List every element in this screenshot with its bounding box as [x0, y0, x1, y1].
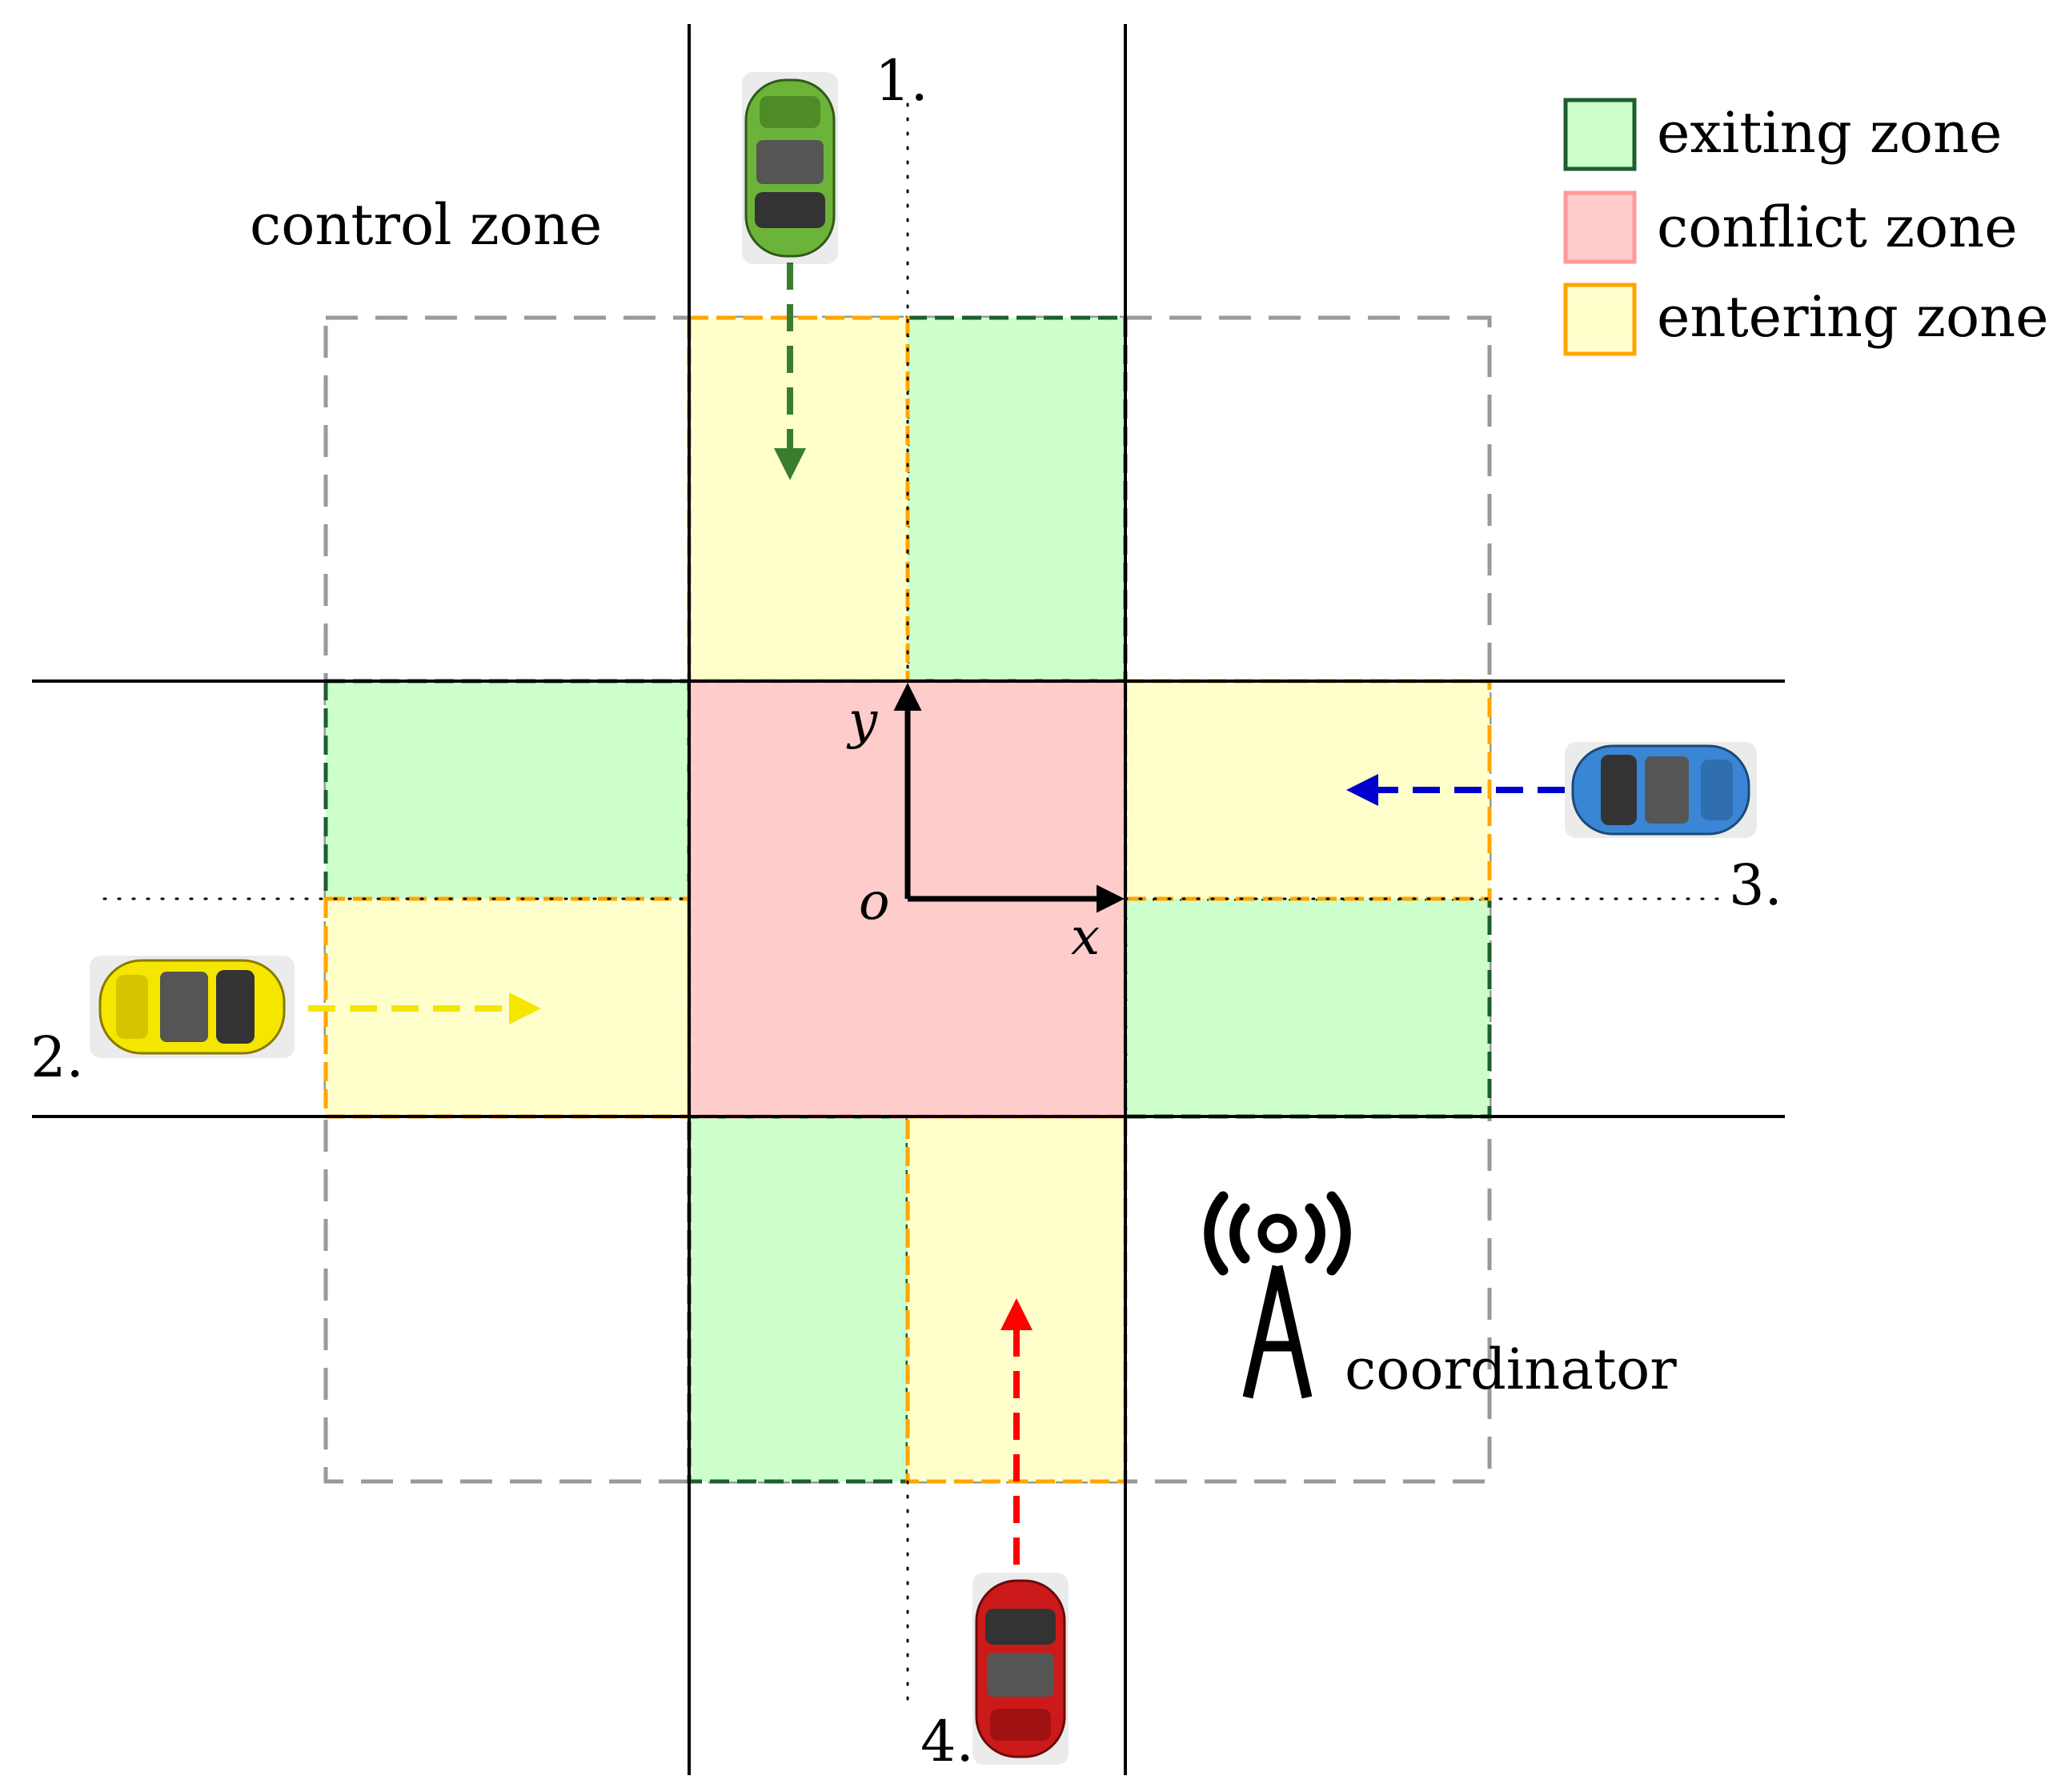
coordinator-label: coordinator	[1345, 1337, 1677, 1402]
legend-label-conflict: conflict zone	[1657, 194, 2018, 260]
legend-swatch-exiting	[1563, 98, 1637, 171]
car-4	[972, 1573, 1069, 1765]
car-2-number: 2.	[30, 1024, 84, 1090]
coordinator-tower-icon	[1204, 1191, 1351, 1399]
road-lines	[32, 24, 1785, 1775]
legend-label-exiting: exiting zone	[1657, 100, 2002, 166]
legend-swatch-entering	[1563, 283, 1637, 356]
legend-swatch-conflict	[1563, 190, 1637, 264]
exiting-zone-north	[905, 315, 1128, 684]
car-4-number: 4.	[920, 1709, 974, 1774]
exiting-zone-west	[323, 679, 692, 901]
car-3-number: 3.	[1729, 852, 1782, 918]
car-2	[90, 956, 295, 1058]
exiting-zone-south	[687, 1114, 910, 1484]
origin-label: o	[859, 872, 890, 932]
exiting-zone-east	[1123, 896, 1492, 1119]
control-zone-label: control zone	[250, 192, 602, 258]
car-1-number: 1.	[875, 48, 928, 114]
legend: exiting zone conflict zone entering zone	[1563, 98, 2049, 356]
direction-arrows	[308, 263, 1565, 1565]
coordinate-axes: o x y	[846, 683, 1125, 967]
x-axis-label: x	[1071, 908, 1100, 967]
lane-centerlines	[102, 102, 1722, 1702]
car-1	[742, 72, 838, 264]
y-axis-label: y	[846, 692, 878, 751]
entering-zone-west	[323, 896, 692, 1119]
legend-label-entering: entering zone	[1657, 284, 2049, 350]
entering-zone-north	[687, 315, 910, 684]
car-3	[1565, 742, 1757, 838]
